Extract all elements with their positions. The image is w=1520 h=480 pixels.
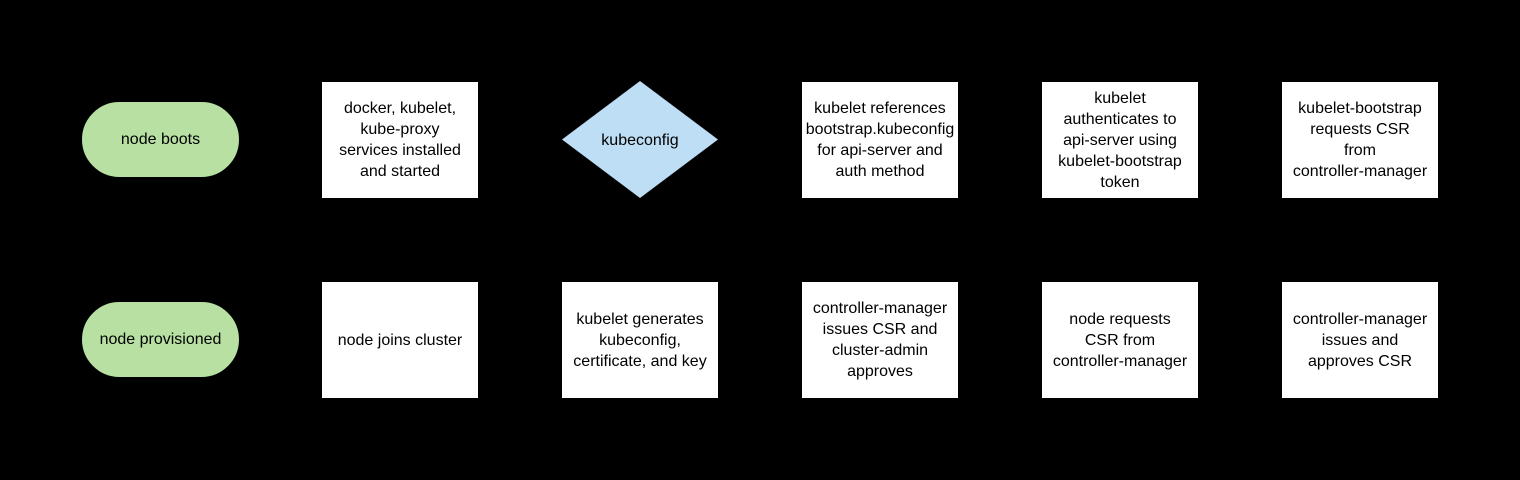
- node-label: kubelet generates kubeconfig, certificat…: [573, 310, 707, 370]
- node-label: node joins cluster: [337, 331, 463, 349]
- node-label: controller-manager issues and approves C…: [1292, 310, 1428, 370]
- node-label: controller-manager issues CSR and cluste…: [812, 300, 948, 380]
- decision-kubeconfig: kubeconfig: [561, 81, 719, 199]
- process-node-joins-cluster: node joins cluster: [321, 281, 479, 399]
- node-label: kubelet authenticates to api-server usin…: [1058, 89, 1182, 191]
- node-label: node provisioned: [99, 331, 222, 348]
- node-label: kubelet-bootstrap requests CSR from cont…: [1292, 100, 1428, 180]
- process-node-requests-csr: node requests CSR from controller-manage…: [1041, 281, 1199, 399]
- process-services-installed: docker, kubelet, kube-proxy services ins…: [321, 81, 479, 199]
- terminator-node-provisioned: node provisioned: [81, 301, 240, 378]
- node-label: node boots: [120, 131, 201, 148]
- process-kubelet-bootstrap-requests-csr: kubelet-bootstrap requests CSR from cont…: [1281, 81, 1439, 199]
- process-kubelet-authenticates: kubelet authenticates to api-server usin…: [1041, 81, 1199, 199]
- process-kubelet-references-bootstrap: kubelet references bootstrap.kubeconfig …: [801, 81, 959, 199]
- node-label: kubeconfig: [601, 131, 679, 149]
- node-label: node requests CSR from controller-manage…: [1052, 310, 1188, 370]
- node-label: docker, kubelet, kube-proxy services ins…: [339, 100, 461, 180]
- terminator-node-boots: node boots: [81, 101, 240, 178]
- process-controller-manager-approves-csr: controller-manager issues and approves C…: [1281, 281, 1439, 399]
- process-kubelet-generates-kubeconfig: kubelet generates kubeconfig, certificat…: [561, 281, 719, 399]
- process-cluster-admin-approves: controller-manager issues CSR and cluste…: [801, 281, 959, 399]
- node-label: kubelet references bootstrap.kubeconfig …: [805, 100, 955, 180]
